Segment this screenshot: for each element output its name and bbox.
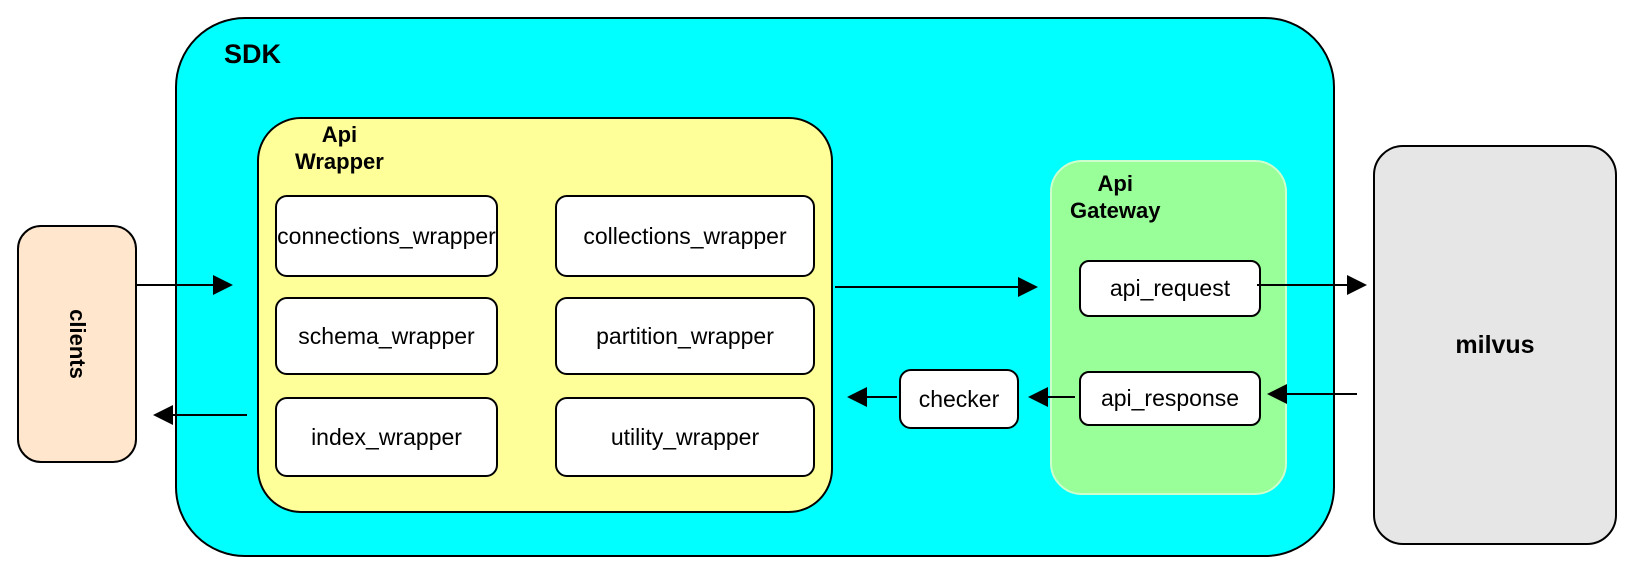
- api-gateway-label: Api Gateway: [1070, 170, 1161, 224]
- milvus-box: milvus: [1373, 145, 1617, 545]
- milvus-label: milvus: [1455, 330, 1535, 359]
- checker-node: checker: [899, 369, 1019, 429]
- wrapper-node-connections: connections_wrapper: [275, 195, 498, 277]
- wrapper-node-schema: schema_wrapper: [275, 297, 498, 375]
- sdk-label: SDK: [224, 39, 282, 69]
- sdk-container: SDK Api Wrapper connections_wrapper coll…: [175, 17, 1335, 557]
- wrapper-node-schema-label: schema_wrapper: [298, 322, 475, 349]
- clients-box: clients: [17, 225, 137, 463]
- api-response-node-label: api_response: [1100, 385, 1240, 411]
- wrapper-node-partition-label: partition_wrapper: [596, 322, 774, 349]
- api-response-node: api_response: [1079, 371, 1261, 426]
- wrapper-node-utility: utility_wrapper: [555, 397, 815, 477]
- clients-label: clients: [64, 309, 90, 379]
- wrapper-node-collections-label: collections_wrapper: [583, 222, 787, 249]
- api-gateway-label-line1: Api: [1097, 171, 1133, 196]
- api-gateway-container: Api Gateway api_request api_response: [1050, 160, 1287, 495]
- api-wrapper-container: Api Wrapper connections_wrapper collecti…: [257, 117, 833, 513]
- wrapper-node-index-label: index_wrapper: [311, 423, 462, 450]
- api-wrapper-label-line2: Wrapper: [295, 149, 384, 174]
- api-wrapper-label-line1: Api: [321, 122, 358, 147]
- api-gateway-label-line2: Gateway: [1070, 198, 1161, 223]
- wrapper-node-index: index_wrapper: [275, 397, 498, 477]
- wrapper-node-connections-label: connections_wrapper: [277, 222, 496, 249]
- api-wrapper-label: Api Wrapper: [295, 121, 384, 175]
- api-request-node-label: api_request: [1109, 275, 1231, 301]
- wrapper-node-utility-label: utility_wrapper: [610, 423, 760, 450]
- checker-node-label: checker: [918, 385, 1000, 412]
- api-request-node: api_request: [1079, 260, 1261, 317]
- wrapper-node-collections: collections_wrapper: [555, 195, 815, 277]
- wrapper-node-partition: partition_wrapper: [555, 297, 815, 375]
